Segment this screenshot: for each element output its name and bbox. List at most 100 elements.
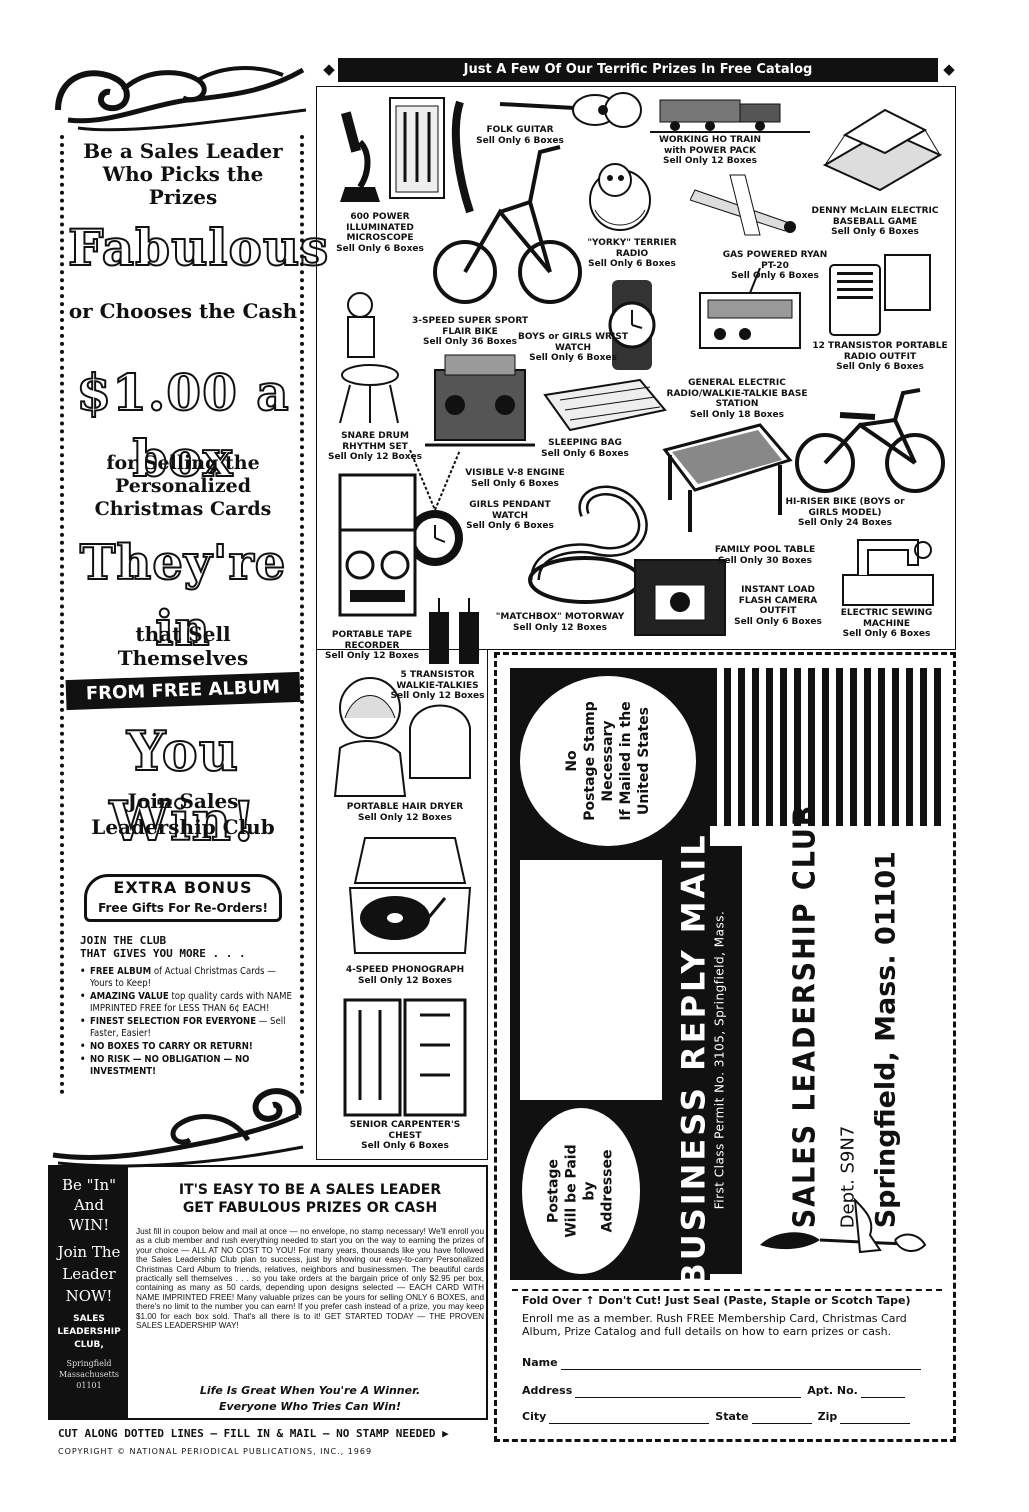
diamond-icon: ◆	[323, 61, 335, 78]
black-panel-lines: Be "In" And WIN!	[61, 1176, 117, 1234]
coupon-black-panel: Be "In" And WIN! Join The Leader NOW! SA…	[50, 1167, 128, 1418]
bicycle-icon	[433, 100, 582, 304]
headline-chooses-cash: or Chooses the Cash	[68, 299, 298, 323]
headline-dollar-a-box: $1.00 a box	[75, 362, 290, 489]
zip-input-line[interactable]	[840, 1412, 911, 1424]
prize-banner: Just A Few Of Our Terrific Prizes In Fre…	[338, 58, 938, 82]
postage-paid-circle	[522, 1108, 640, 1274]
microscope-icon	[340, 97, 445, 202]
name-label: Name	[522, 1356, 558, 1369]
apt-label: Apt. No.	[807, 1384, 858, 1397]
guitar-icon	[499, 92, 642, 128]
headline-you-win: You Win!	[108, 718, 257, 854]
base-station-icon	[699, 268, 801, 349]
reply-stripes	[710, 668, 942, 826]
club-name: SALES LEADERSHIP CLUB	[787, 803, 823, 1229]
coupon-footer: Life Is Great When You're A Winner. Ever…	[199, 1384, 421, 1413]
coupon-body-text: Just fill in coupon below and mail at on…	[136, 1227, 484, 1331]
tape-recorder-icon	[338, 473, 417, 617]
v8-engine-icon	[425, 354, 535, 447]
pool-table-icon	[662, 423, 793, 532]
join-line-2: THAT GIVES YOU MORE . . .	[80, 947, 246, 960]
postage-paid-text: Postage Will be Paid by Addressee	[545, 1144, 616, 1238]
baseball-game-icon	[822, 108, 943, 192]
black-panel-address: Springfield Massachusetts 01101	[58, 1359, 120, 1390]
black-panel-club: SALES LEADERSHIP CLUB,	[57, 1314, 121, 1350]
name-field[interactable]: Name	[522, 1356, 922, 1370]
list-item: FINEST SELECTION FOR EVERYONE — Sell Fas…	[80, 1016, 295, 1040]
apt-input-line[interactable]	[860, 1386, 905, 1398]
prize-panel-lower-border	[316, 650, 488, 1160]
bonus-title: EXTRA BONUS	[113, 878, 253, 897]
bonus-subtitle: Free Gifts For Re-Orders!	[98, 901, 268, 915]
join-line-1: JOIN THE CLUB	[80, 934, 167, 947]
headline-sales-leader: Be a Sales Leader Who Picks the Prizes	[83, 139, 283, 209]
city-state-zip-field[interactable]: City State Zip	[522, 1410, 922, 1424]
diamond-icon: ◆	[943, 61, 955, 78]
zip-label: Zip	[817, 1410, 838, 1423]
snare-drum-icon	[339, 292, 399, 424]
walkie-talkie-icon	[429, 598, 479, 664]
extra-bonus-badge: EXTRA BONUS Free Gifts For Re-Orders!	[84, 874, 282, 922]
headline-selling-cards: for Selling the Personalized Christmas C…	[94, 452, 272, 520]
join-club-heading: JOIN THE CLUB THAT GIVES YOU MORE . . .	[80, 934, 300, 960]
cut-instructions: CUT ALONG DOTTED LINES — FILL IN & MAIL …	[58, 1427, 449, 1440]
pendant-watch-icon	[407, 450, 463, 566]
coupon-box: Be "In" And WIN! Join The Leader NOW! SA…	[48, 1165, 488, 1420]
airplane-icon	[690, 174, 797, 236]
state-input-line[interactable]	[751, 1412, 812, 1424]
prize-hi-riser-bike: HI-RISER BIKE (BOYS or GIRLS MODEL)Sell …	[785, 497, 905, 528]
carpenter-chest-icon	[343, 998, 467, 1117]
brm-black-band	[662, 846, 742, 1274]
city-input-line[interactable]	[549, 1412, 710, 1424]
headline-theyre-in: They're in	[79, 534, 287, 658]
list-item: NO RISK — NO OBLIGATION — NO INVESTMENT!	[80, 1054, 295, 1078]
coupon-heading: IT'S EASY TO BE A SALES LEADER GET FABUL…	[178, 1182, 442, 1216]
dotted-border-right	[300, 135, 304, 1095]
benefits-list: FREE ALBUM of Actual Christmas Cards — Y…	[80, 966, 295, 1079]
city-address: Springfield, Mass. 01101	[870, 851, 902, 1229]
ornament-scroll-top	[55, 66, 307, 132]
train-icon	[650, 99, 810, 133]
list-item: AMAZING VALUE top quality cards with NAM…	[80, 991, 295, 1015]
sleeping-bag-icon	[543, 378, 667, 432]
headline-join-club: Join Sales Leadership Club	[91, 789, 275, 839]
transistor-radio-icon	[829, 254, 931, 336]
copyright: COPYRIGHT © NATIONAL PERIODICAL PUBLICAT…	[58, 1447, 373, 1456]
address-input-line[interactable]	[575, 1386, 802, 1398]
address-label: Address	[522, 1384, 573, 1397]
city-label: City	[522, 1410, 547, 1423]
brm-title: BUSINESS REPLY MAIL	[675, 832, 713, 1288]
mailing-address-block: SALES LEADERSHIP CLUB Dept. S9N7 Springf…	[748, 804, 938, 1229]
sewing-machine-icon	[842, 539, 934, 606]
stamp-text-block: No Postage Stamp Necessary If Mailed in …	[563, 701, 652, 821]
prize-panel-border	[316, 86, 956, 650]
fold-dashed-line	[512, 1289, 942, 1291]
address-area	[710, 826, 942, 1280]
address-field[interactable]: Address Apt. No.	[522, 1384, 922, 1398]
dept-code: Dept. S9N7	[837, 1125, 859, 1229]
list-item: NO BOXES TO CARRY OR RETURN!	[80, 1041, 295, 1053]
name-input-line[interactable]	[560, 1358, 921, 1370]
brm-text-block: BUSINESS REPLY MAIL First Class Permit N…	[662, 832, 742, 1287]
list-item: FREE ALBUM of Actual Christmas Cards — Y…	[80, 966, 295, 990]
